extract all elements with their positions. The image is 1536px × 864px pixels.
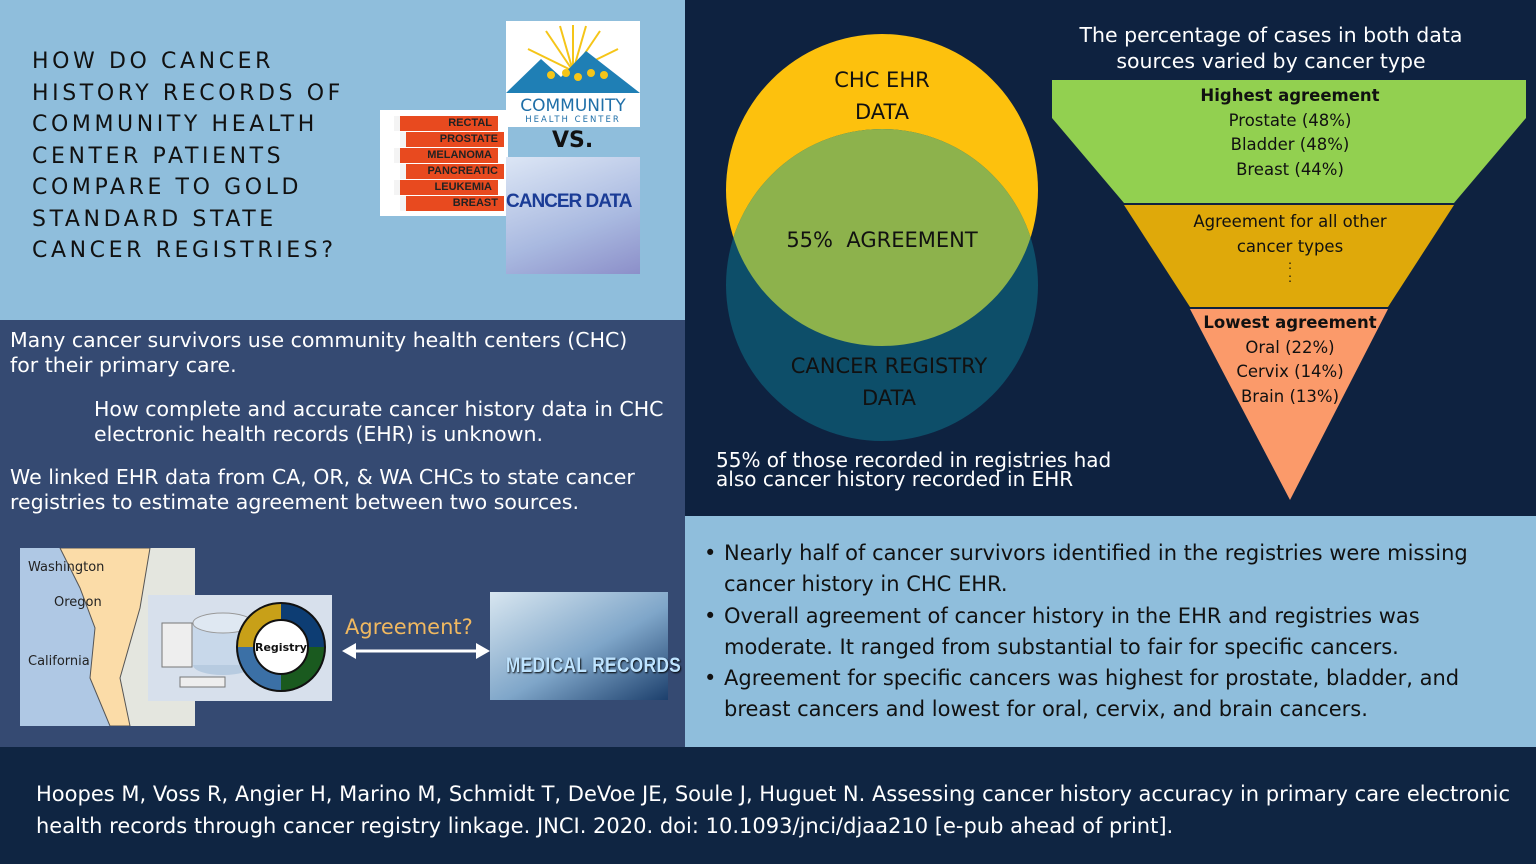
venn-overlap-label: 55% AGREEMENT — [786, 228, 978, 252]
funnel-high-segment — [1052, 80, 1526, 203]
medical-records-image: MEDICAL RECORDS — [490, 592, 682, 700]
funnel-mid-title: Agreement for all other cancer types — [1193, 212, 1387, 256]
findings-list: Nearly half of cancer survivors identifi… — [700, 538, 1520, 726]
medical-records-label: MEDICAL RECORDS — [506, 654, 682, 677]
book-spine: PANCREATIC — [400, 164, 504, 179]
cancer-data-image: CANCER DATA — [506, 157, 640, 274]
funnel-low-text: Lowest agreement Oral (22%) Cervix (14%)… — [1180, 311, 1400, 409]
funnel-heading: The percentage of cases in both data sou… — [1079, 23, 1463, 73]
book-spine: LEUKEMIA — [394, 180, 498, 195]
intro-text-2: How complete and accurate cancer history… — [94, 397, 664, 446]
chc-logo-line2: HEALTH CENTER — [525, 115, 621, 125]
page-title: How do cancer history records of communi… — [32, 49, 344, 263]
funnel-low-segment — [1190, 309, 1388, 500]
funnel-chart — [1052, 80, 1526, 500]
finding-item: Nearly half of cancer survivors identifi… — [700, 538, 1520, 601]
cancer-data-label: CANCER DATA — [506, 191, 633, 212]
funnel-mid-segment — [1124, 205, 1454, 307]
venn-overlap — [726, 129, 1038, 346]
intro-text-1: Many cancer survivors use community heal… — [10, 328, 628, 377]
funnel-item: Prostate (48%) — [1228, 110, 1352, 130]
funnel-low-title: Lowest agreement — [1203, 313, 1377, 332]
funnel-item: Cervix (14%) — [1236, 362, 1344, 381]
funnel-mid-text: Agreement for all other cancer types : : — [1190, 210, 1390, 285]
funnel-high-title: Highest agreement — [1200, 86, 1380, 105]
book-spine: BREAST — [400, 196, 504, 211]
registry-label: Registry — [255, 641, 307, 654]
map-label: Oregon — [54, 595, 102, 610]
funnel-item: Oral (22%) — [1245, 337, 1335, 357]
citation: Hoopes M, Voss R, Angier H, Marino M, Sc… — [36, 782, 1510, 838]
funnel-mid-dots: : : — [1287, 258, 1293, 285]
intro-text-3: We linked EHR data from CA, OR, & WA CHC… — [10, 465, 635, 514]
registry-image: Registry — [148, 595, 332, 701]
book-spine: MELANOMA — [394, 148, 498, 163]
funnel-item: Breast (44%) — [1236, 159, 1344, 179]
vs-label: VS. — [552, 128, 594, 153]
map-label: Washington — [28, 560, 105, 575]
finding-item: Agreement for specific cancers was highe… — [700, 663, 1520, 726]
funnel-high-text: Highest agreement Prostate (48%) Bladder… — [1130, 84, 1450, 182]
funnel-item: Brain (13%) — [1240, 386, 1340, 406]
chc-logo: COMMUNITY HEALTH CENTER — [506, 21, 640, 127]
funnel-item: Bladder (48%) — [1230, 135, 1350, 154]
agreement-label: Agreement? — [345, 615, 473, 639]
citation-panel — [0, 747, 1536, 864]
venn-caption: 55% of those recorded in registries had … — [716, 448, 1112, 491]
finding-item: Overall agreement of cancer history in t… — [700, 601, 1520, 664]
double-arrow-icon — [342, 643, 490, 659]
book-spine: RECTAL — [394, 116, 498, 131]
map-label: California — [28, 654, 90, 669]
chc-logo-line1: COMMUNITY — [520, 96, 626, 116]
book-spine: PROSTATE — [400, 132, 504, 147]
